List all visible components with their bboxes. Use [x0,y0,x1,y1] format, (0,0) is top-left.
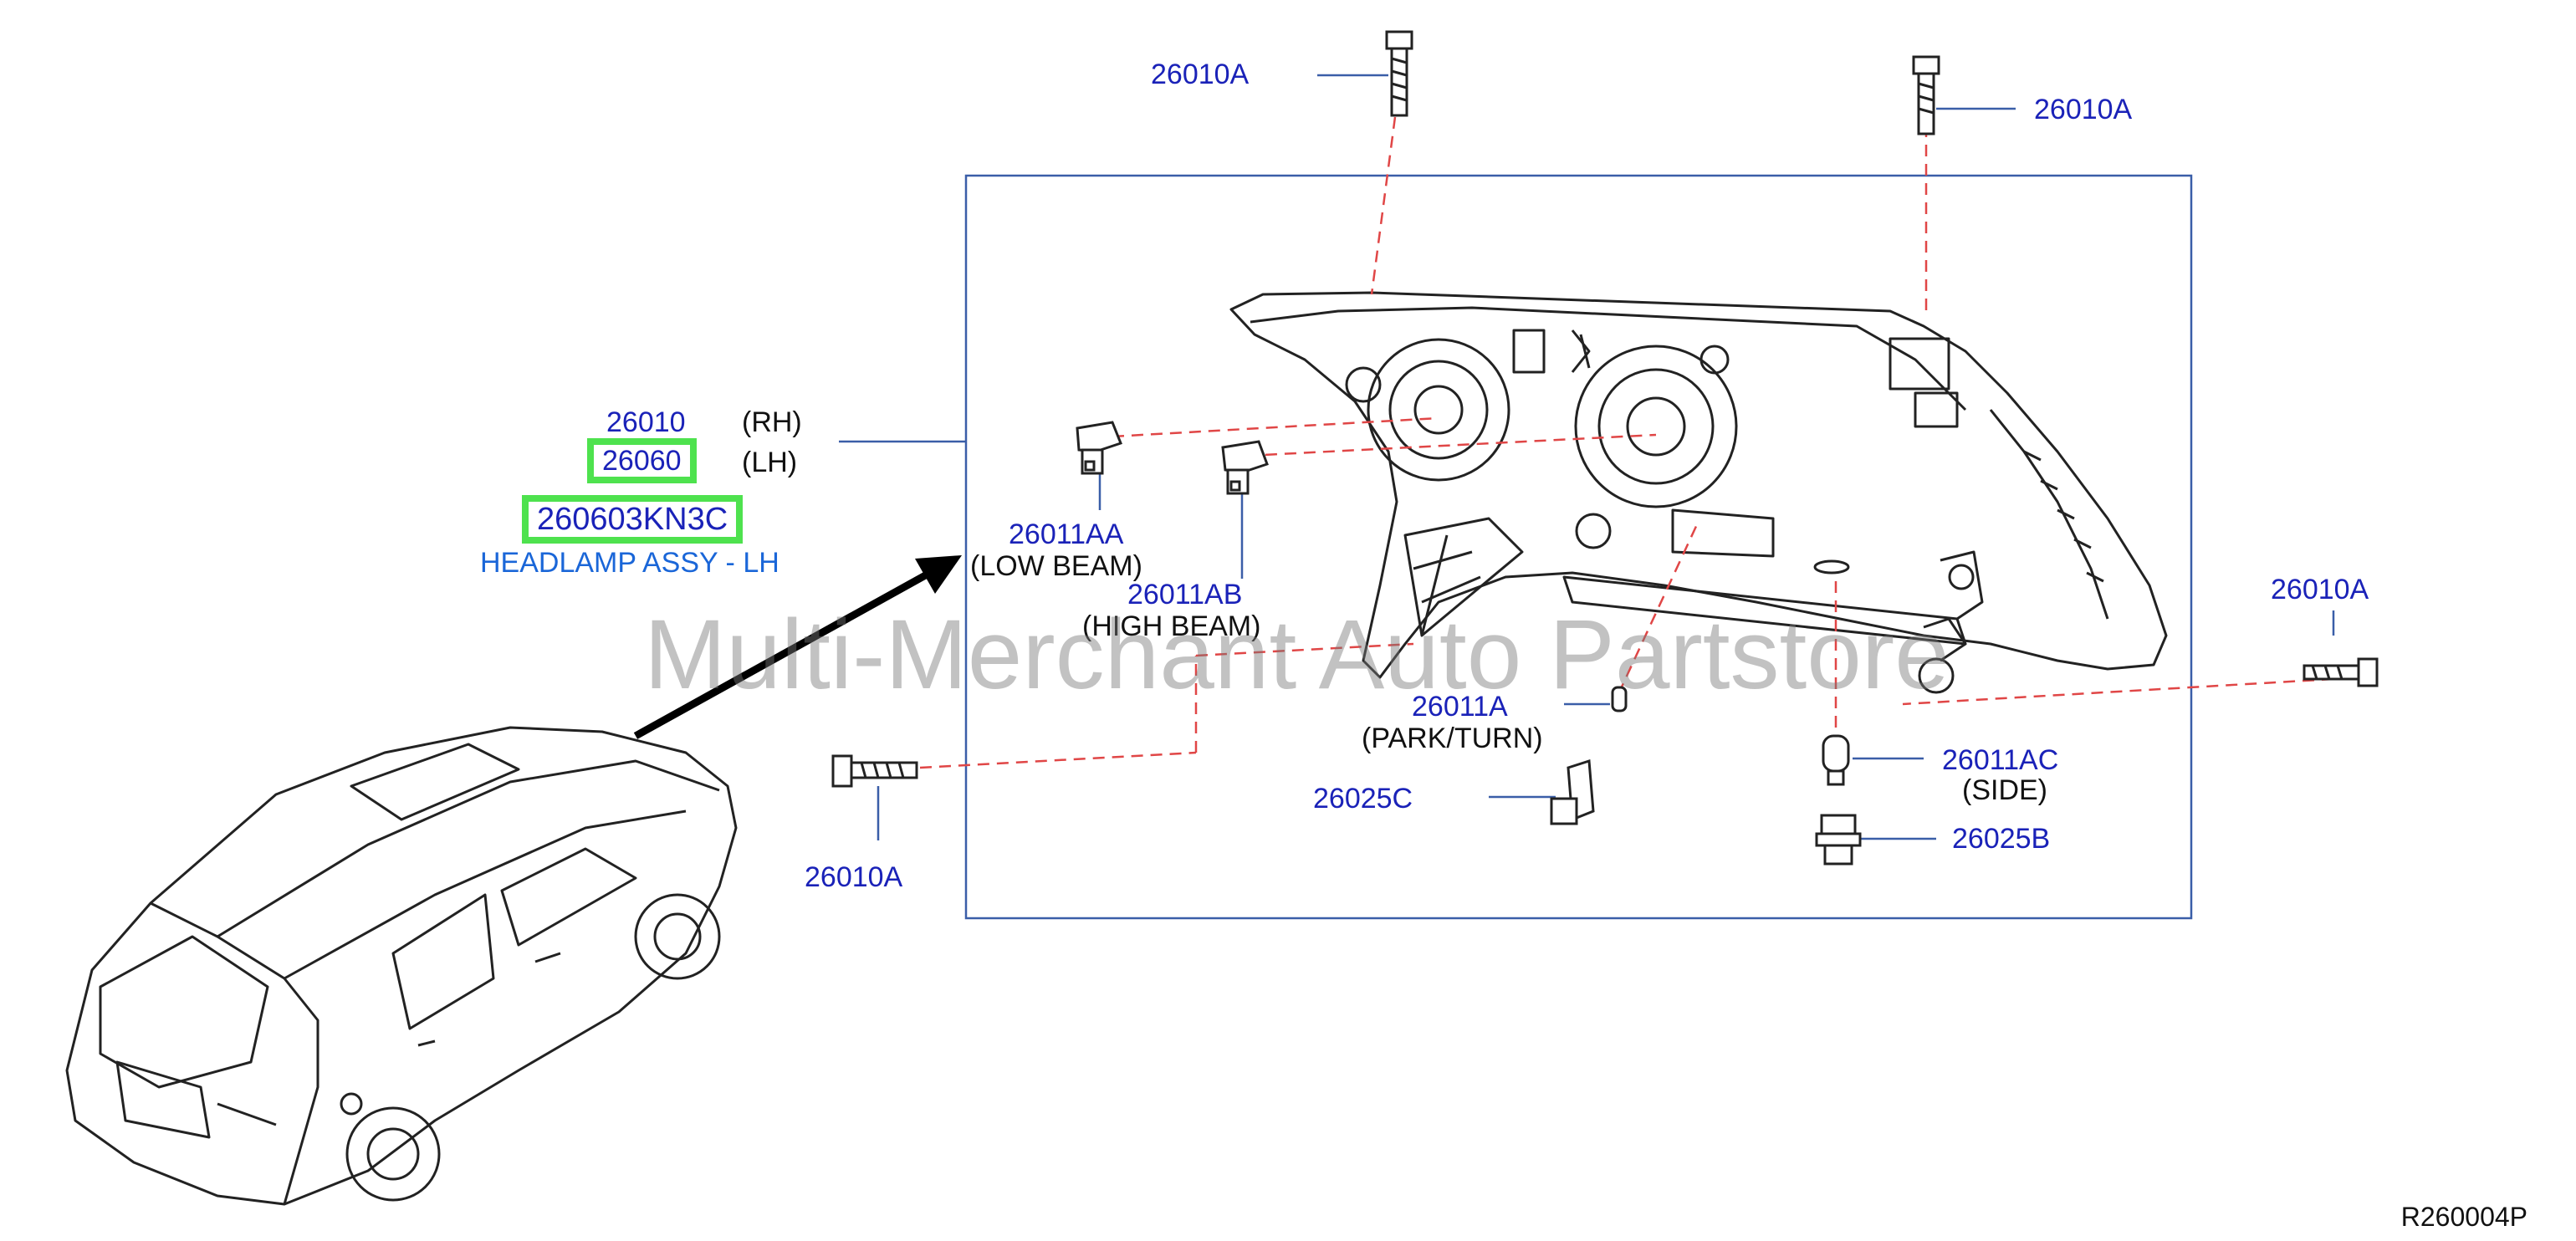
bulb-icon [1822,734,1850,786]
label-26011a: 26011A [1412,691,1508,723]
bolt-icon [831,754,918,788]
label-park-turn: (PARK/TURN) [1362,723,1543,754]
label-26011ac: 26011AC [1942,744,2059,776]
socket-icon [1550,758,1595,825]
bulb-icon [1221,440,1269,495]
assembly-frame [964,174,2193,920]
label-side: (SIDE) [1962,774,2047,806]
label-26010a-bottom-left: 26010A [805,861,903,893]
socket-icon [1815,814,1862,866]
label-high-beam: (HIGH BEAM) [1082,610,1261,642]
label-low-beam: (LOW BEAM) [970,550,1142,582]
label-lh: (LH) [742,447,798,478]
label-26025b: 26025B [1952,823,2051,855]
label-26010a-top-right: 26010A [2034,94,2133,125]
drawing-code: R260004P [2400,1202,2527,1232]
label-leaders [877,74,2335,840]
bolt-icon [1385,30,1413,117]
label-rh: (RH) [742,406,802,438]
label-260603kn3c-highlighted[interactable]: 260603KN3C [522,495,744,544]
label-26060-highlighted[interactable]: 26060 [587,438,697,483]
label-26010: 26010 [606,406,686,438]
watermark: Multi-Merchant Auto Partstore [644,600,1950,710]
label-26010a-top-left: 26010A [1151,59,1250,90]
label-headlamp-assy-lh[interactable]: HEADLAMP ASSY - LH [480,547,779,579]
label-26011ab: 26011AB [1127,579,1243,610]
bulb-icon [1611,686,1628,712]
label-26011aa: 26011AA [1009,518,1124,550]
bulb-icon [1076,421,1122,475]
vehicle-illustration [65,726,738,1206]
label-26025c: 26025C [1313,783,1413,815]
headlamp-housing [1229,291,2168,694]
bolt-icon [2303,657,2379,687]
dashed-leaders [919,116,2334,769]
label-26010a-right: 26010A [2271,574,2369,605]
arrow-icon [633,555,962,739]
bolt-icon [1912,55,1940,135]
